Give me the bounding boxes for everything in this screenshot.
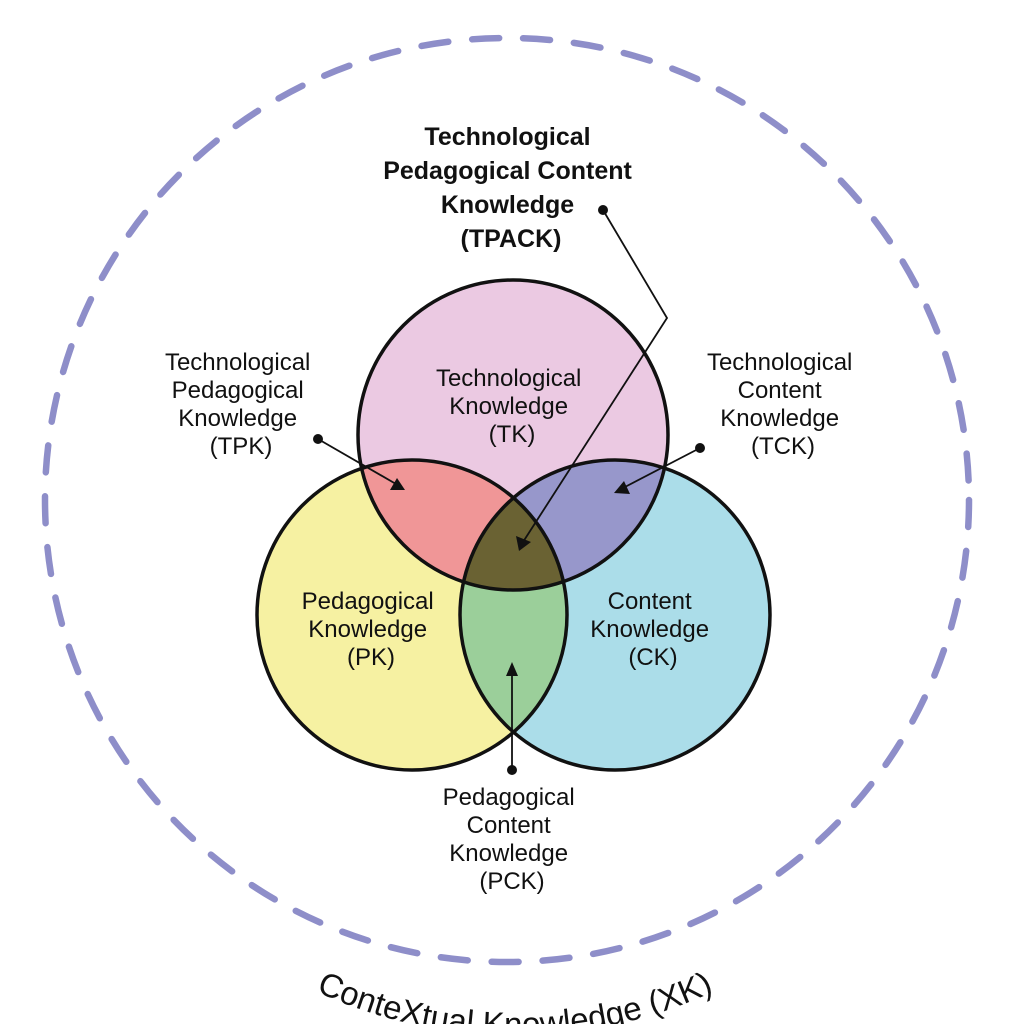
tck-label: Technological Content Knowledge (TCK)	[707, 349, 859, 460]
context-circle	[41, 34, 973, 966]
tck-leader	[614, 443, 705, 494]
pck-leader	[506, 662, 518, 775]
tpack-leader	[516, 205, 669, 551]
tpack-label: Technological Pedagogical Content Knowle…	[383, 123, 639, 253]
ck-outline	[458, 458, 772, 772]
pk-outline	[255, 458, 569, 772]
tck-arrowhead	[614, 481, 630, 494]
ck-label: Content Knowledge (CK)	[590, 588, 715, 671]
tpk-arrowhead	[390, 478, 405, 490]
tk-label: Technological Knowledge (TK)	[436, 365, 588, 448]
tk-outline	[356, 278, 670, 592]
context-label: ConteXtual Knowledge (XK)	[313, 964, 717, 1024]
tpack-region	[460, 460, 567, 590]
pck-label: Pedagogical Content Knowledge (PCK)	[443, 784, 582, 895]
tpk-label: Technological Pedagogical Knowledge (TPK…	[165, 349, 317, 460]
pk-label: Pedagogical Knowledge (PK)	[302, 588, 441, 671]
tpack-arrowhead	[516, 536, 531, 551]
tpk-leader	[313, 434, 405, 490]
pck-arrowhead	[506, 662, 518, 676]
